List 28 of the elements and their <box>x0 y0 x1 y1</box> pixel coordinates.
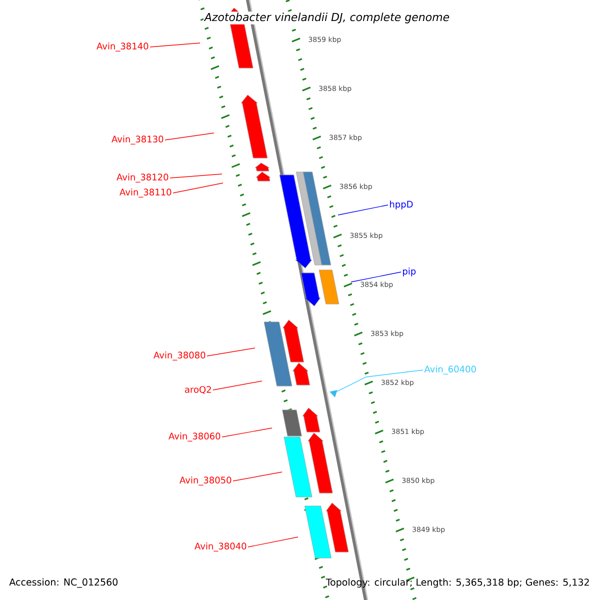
gene-label: Avin_38060 <box>168 432 220 442</box>
leader-line <box>170 174 222 178</box>
leader-line <box>222 428 272 438</box>
leader-line <box>336 370 424 392</box>
leader-line <box>206 348 256 356</box>
leader-line <box>248 536 298 548</box>
gene-arrow <box>330 390 338 398</box>
gene-label: hppD <box>390 200 413 210</box>
gene-label: Avin_60400 <box>424 366 476 374</box>
genome-info-text: Topology: circular; Length: 5,365,318 bp; Genes: 5,132 <box>326 578 589 588</box>
gene-label: aroQ2 <box>185 386 211 394</box>
leader-line <box>150 42 200 48</box>
gene-label: Avin_38120 <box>116 174 168 182</box>
gene-label: Avin_38130 <box>112 136 164 144</box>
gene-label: Avin_38140 <box>96 42 148 52</box>
gene-label: Avin_38050 <box>180 476 232 486</box>
leader-line <box>172 182 224 194</box>
gene-label: pip <box>403 268 416 276</box>
leader-line <box>350 272 402 282</box>
gene-label: Avin_38080 <box>154 352 206 360</box>
gene-label: Avin_38110 <box>120 188 172 198</box>
accession-text: Accession: NC_012560 <box>9 578 118 588</box>
leader-line <box>232 472 282 482</box>
gene-label: Avin_38040 <box>194 542 246 552</box>
leader-line <box>212 380 262 390</box>
leader-line <box>338 204 388 216</box>
title: Azotobacter vinelandii DJ, complete genome <box>203 12 451 24</box>
leader-line <box>164 132 214 140</box>
